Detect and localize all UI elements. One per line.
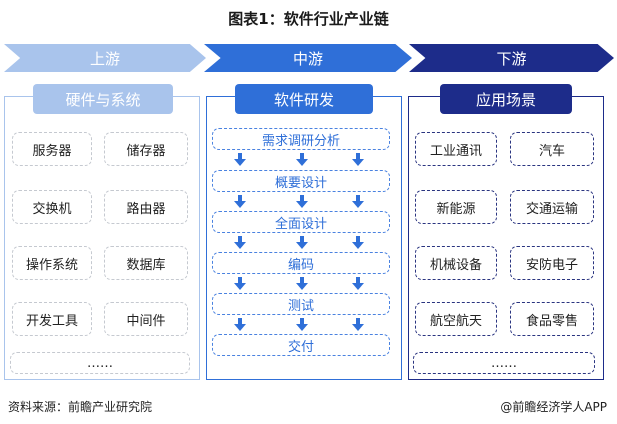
midstream-header: 软件研发 bbox=[235, 84, 373, 114]
process-arrows bbox=[234, 153, 364, 331]
upstream-more: …… bbox=[10, 352, 190, 374]
process-step: 概要设计 bbox=[212, 170, 390, 192]
stage-upstream-band: 上游 bbox=[4, 44, 206, 72]
upstream-item: 数据库 bbox=[104, 246, 188, 280]
upstream-item: 路由器 bbox=[104, 190, 188, 224]
upstream-item: 服务器 bbox=[12, 132, 92, 166]
upstream-header: 硬件与系统 bbox=[33, 84, 173, 114]
downstream-item: 交通运输 bbox=[510, 190, 594, 224]
upstream-item: 交换机 bbox=[12, 190, 92, 224]
upstream-item: 操作系统 bbox=[12, 246, 92, 280]
downstream-header: 应用场景 bbox=[440, 84, 572, 114]
upstream-item: 开发工具 bbox=[12, 302, 92, 336]
brand-credit: @前瞻经济学人APP bbox=[500, 400, 607, 414]
process-step: 编码 bbox=[212, 252, 390, 274]
process-step: 测试 bbox=[212, 293, 390, 315]
down-arrow-icon bbox=[234, 153, 364, 331]
downstream-item: 新能源 bbox=[415, 190, 497, 224]
downstream-item: 机械设备 bbox=[415, 246, 497, 280]
downstream-more: …… bbox=[413, 352, 595, 374]
process-step: 需求调研分析 bbox=[212, 128, 390, 150]
downstream-item: 工业通讯 bbox=[415, 132, 497, 166]
process-step: 全面设计 bbox=[212, 211, 390, 233]
downstream-item: 食品零售 bbox=[510, 302, 594, 336]
chart-title: 图表1：软件行业产业链 bbox=[228, 10, 389, 28]
stage-midstream-band: 中游 bbox=[204, 44, 412, 72]
source-note: 资料来源：前瞻产业研究院 bbox=[8, 400, 153, 414]
upstream-item: 储存器 bbox=[104, 132, 188, 166]
process-step: 交付 bbox=[212, 334, 390, 356]
stage-downstream-band: 下游 bbox=[409, 44, 614, 72]
upstream-item: 中间件 bbox=[104, 302, 188, 336]
downstream-item: 汽车 bbox=[510, 132, 594, 166]
downstream-item: 安防电子 bbox=[510, 246, 594, 280]
downstream-item: 航空航天 bbox=[415, 302, 497, 336]
